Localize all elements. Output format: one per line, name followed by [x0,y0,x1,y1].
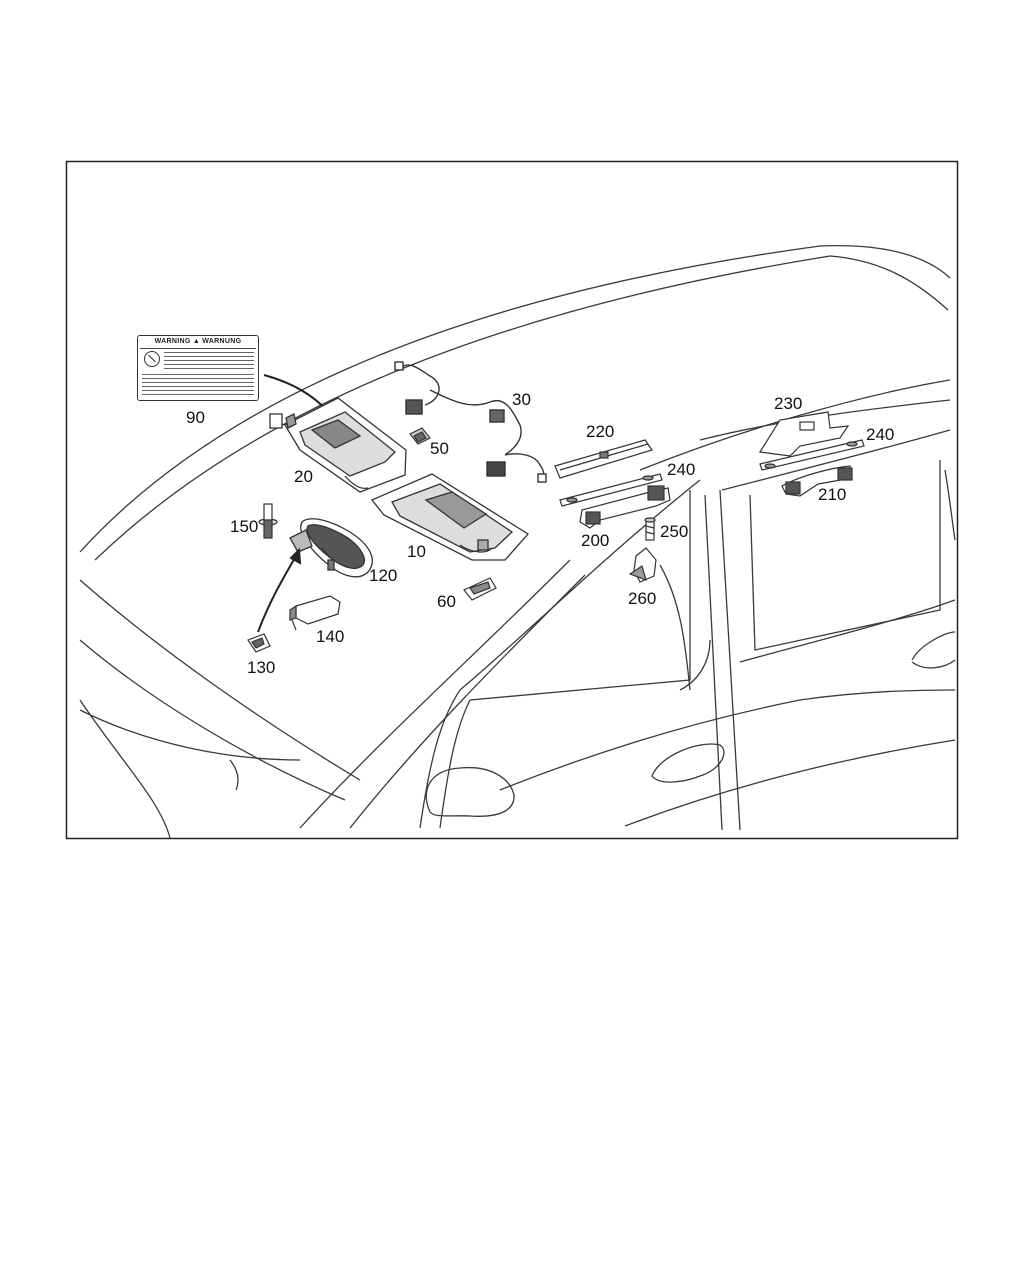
no-child-seat-icon [144,351,160,367]
callout-140: 140 [316,627,345,646]
callout-210: 210 [818,485,847,504]
callout-230: 230 [774,394,803,413]
callout-220: 220 [586,422,615,441]
mirror-mount-arrow [257,547,302,633]
callout-260: 260 [628,589,657,608]
mirror-base-plate [247,633,271,653]
grab-handle-rear [758,411,865,497]
callout-240-rear: 240 [866,425,895,444]
clip-part-50 [409,427,431,445]
callout-250: 250 [660,522,689,541]
screw-part-250 [644,517,656,541]
clip-part-60 [463,577,497,601]
sun-visor-left [269,397,407,493]
grab-handle-front [554,439,671,529]
screw-part-150 [258,503,278,539]
callout-240-front: 240 [667,460,696,479]
callout-20: 20 [294,467,313,486]
callout-150: 150 [230,517,259,536]
callout-90: 90 [186,408,205,427]
warning-label-heading: WARNING ▲ WARNUNG [154,338,242,345]
rearview-mirror [289,518,373,578]
callout-60: 60 [437,592,456,611]
warning-label-text-lines [164,352,254,372]
callout-120: 120 [369,566,398,585]
sun-visor-right [370,473,529,561]
diagram-frame [65,160,959,840]
callout-50: 50 [430,439,449,458]
adhesive-tube [289,595,341,631]
callout-130: 130 [247,658,276,677]
warning-label-text-lines-lower [142,374,254,398]
callout-10: 10 [407,542,426,561]
wiring-harness [394,361,547,483]
warning-label-card: WARNING ▲ WARNUNG [137,335,259,401]
callout-200: 200 [581,531,610,550]
callout-30: 30 [512,390,531,409]
clip-part-260 [628,547,657,583]
warning-label-rule [140,348,256,349]
